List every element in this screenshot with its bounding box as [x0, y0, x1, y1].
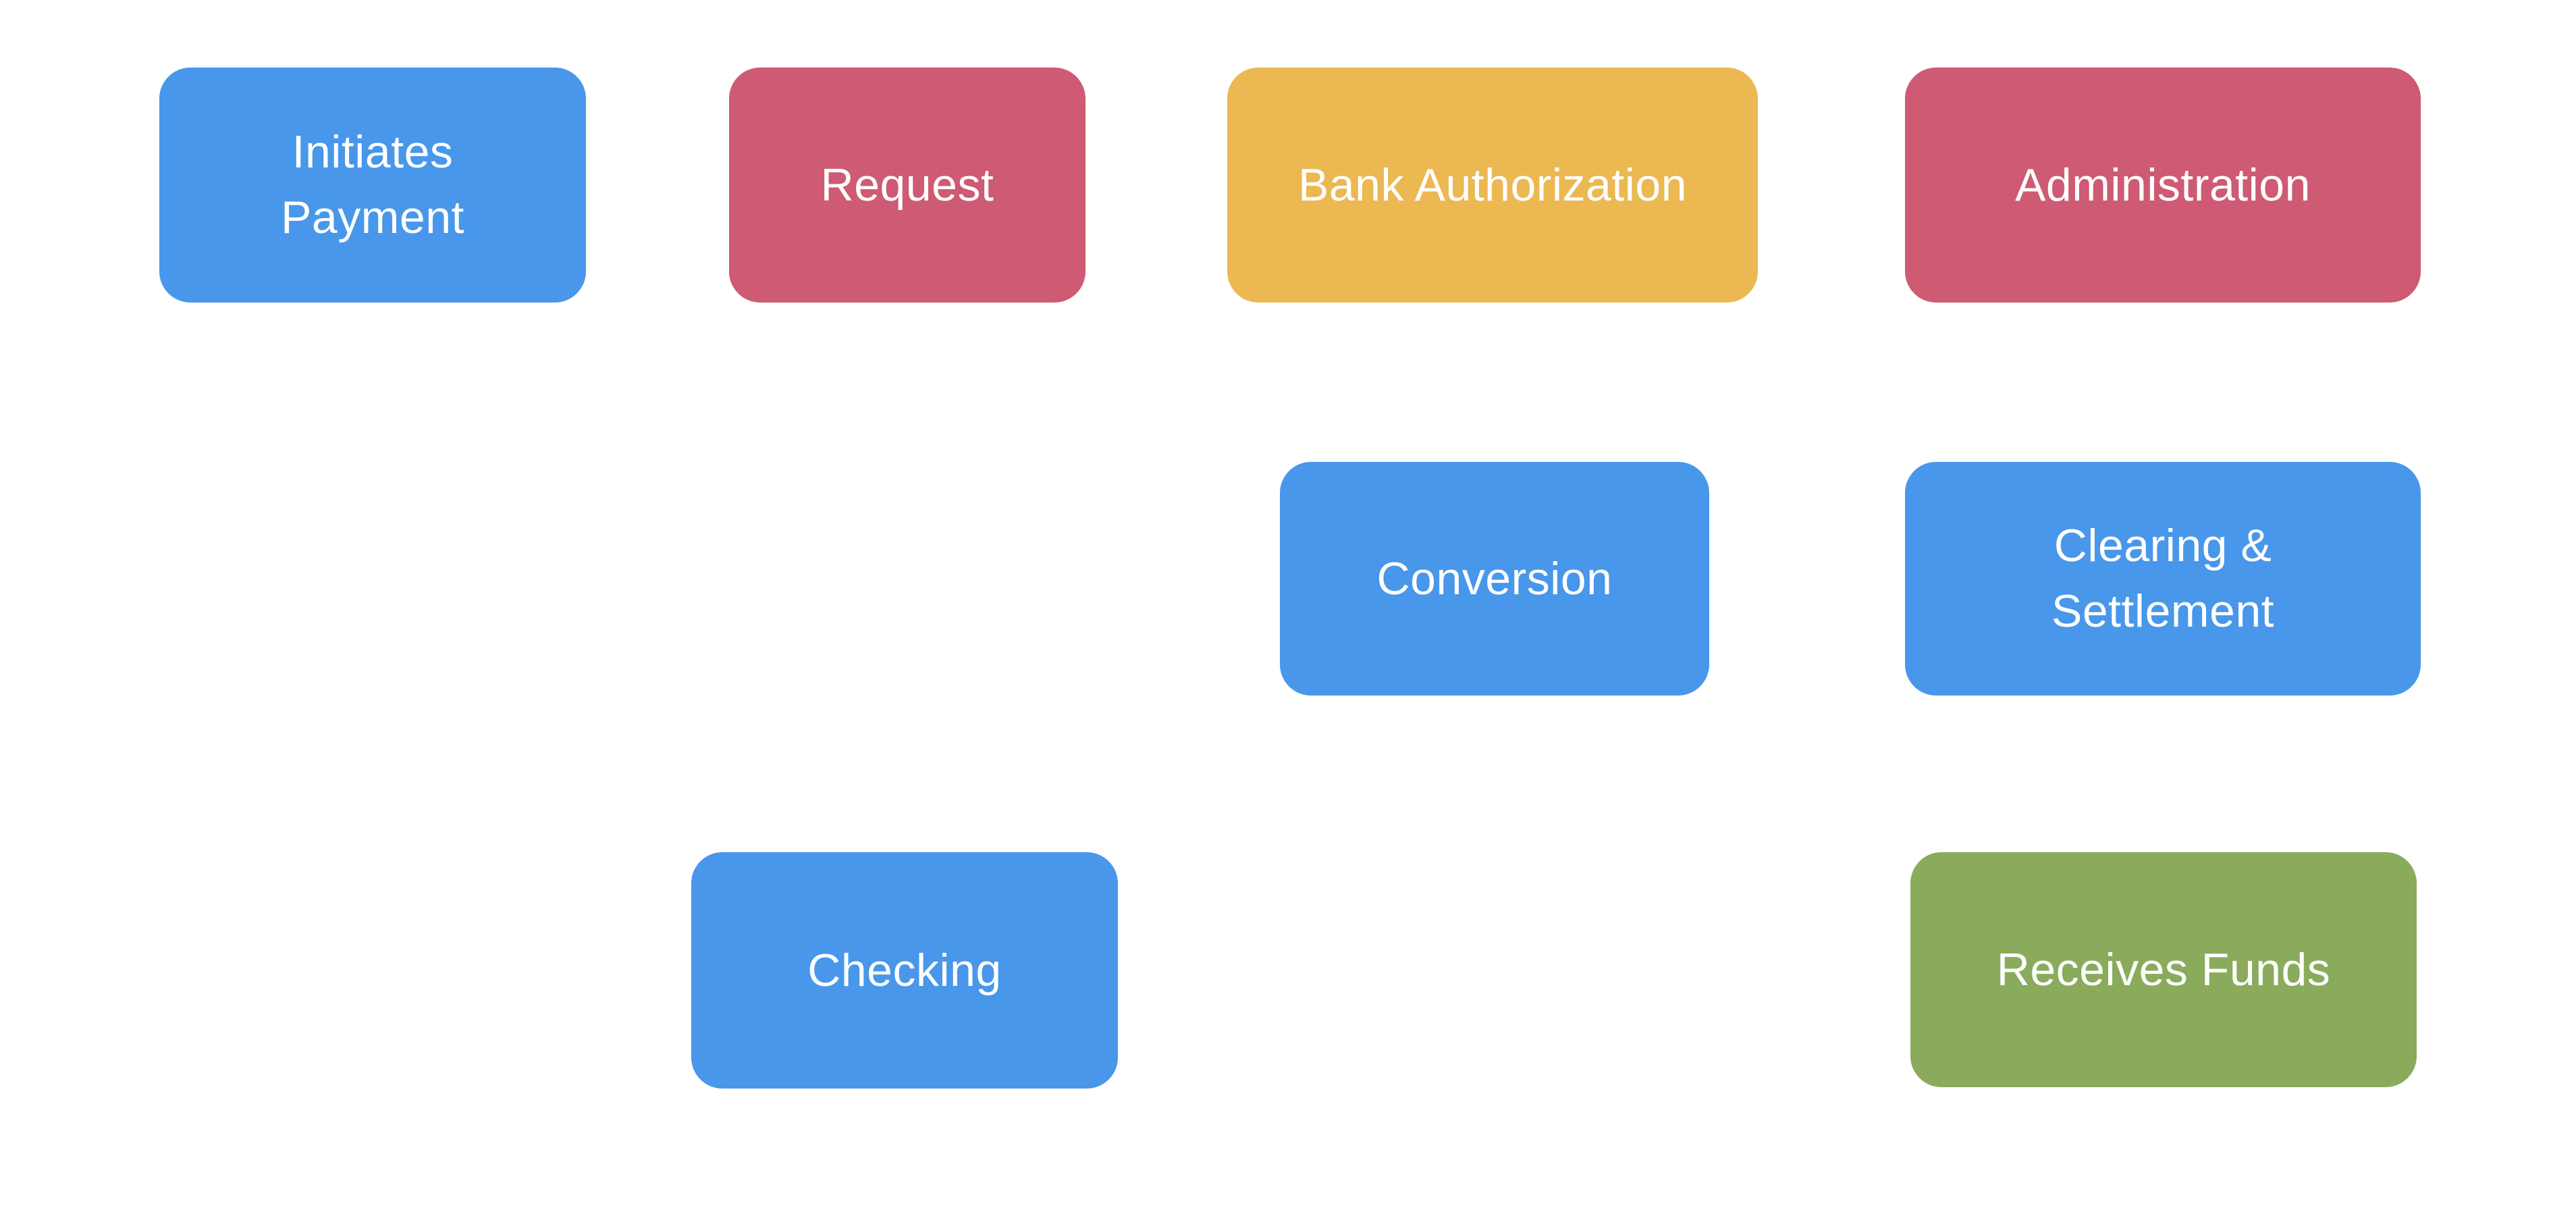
node-label: Clearing & Settlement [2051, 520, 2275, 637]
node-conversion: Conversion [1280, 462, 1709, 696]
node-receives-funds: Receives Funds [1910, 852, 2417, 1087]
node-label: Receives Funds [1996, 943, 2331, 995]
node-clearing-settlement: Clearing & Settlement [1905, 462, 2421, 696]
node-label: Administration [2015, 159, 2311, 211]
node-label: Initiates Payment [281, 126, 464, 243]
node-checking: Checking [691, 852, 1118, 1089]
node-request: Request [729, 68, 1085, 303]
node-label: Conversion [1376, 552, 1613, 604]
node-label: Checking [807, 944, 1002, 996]
node-administration: Administration [1905, 68, 2421, 303]
node-label: Request [820, 159, 994, 211]
node-bank-authorization: Bank Authorization [1227, 68, 1758, 303]
node-label: Bank Authorization [1297, 159, 1688, 211]
node-initiates-payment: Initiates Payment [159, 68, 586, 303]
